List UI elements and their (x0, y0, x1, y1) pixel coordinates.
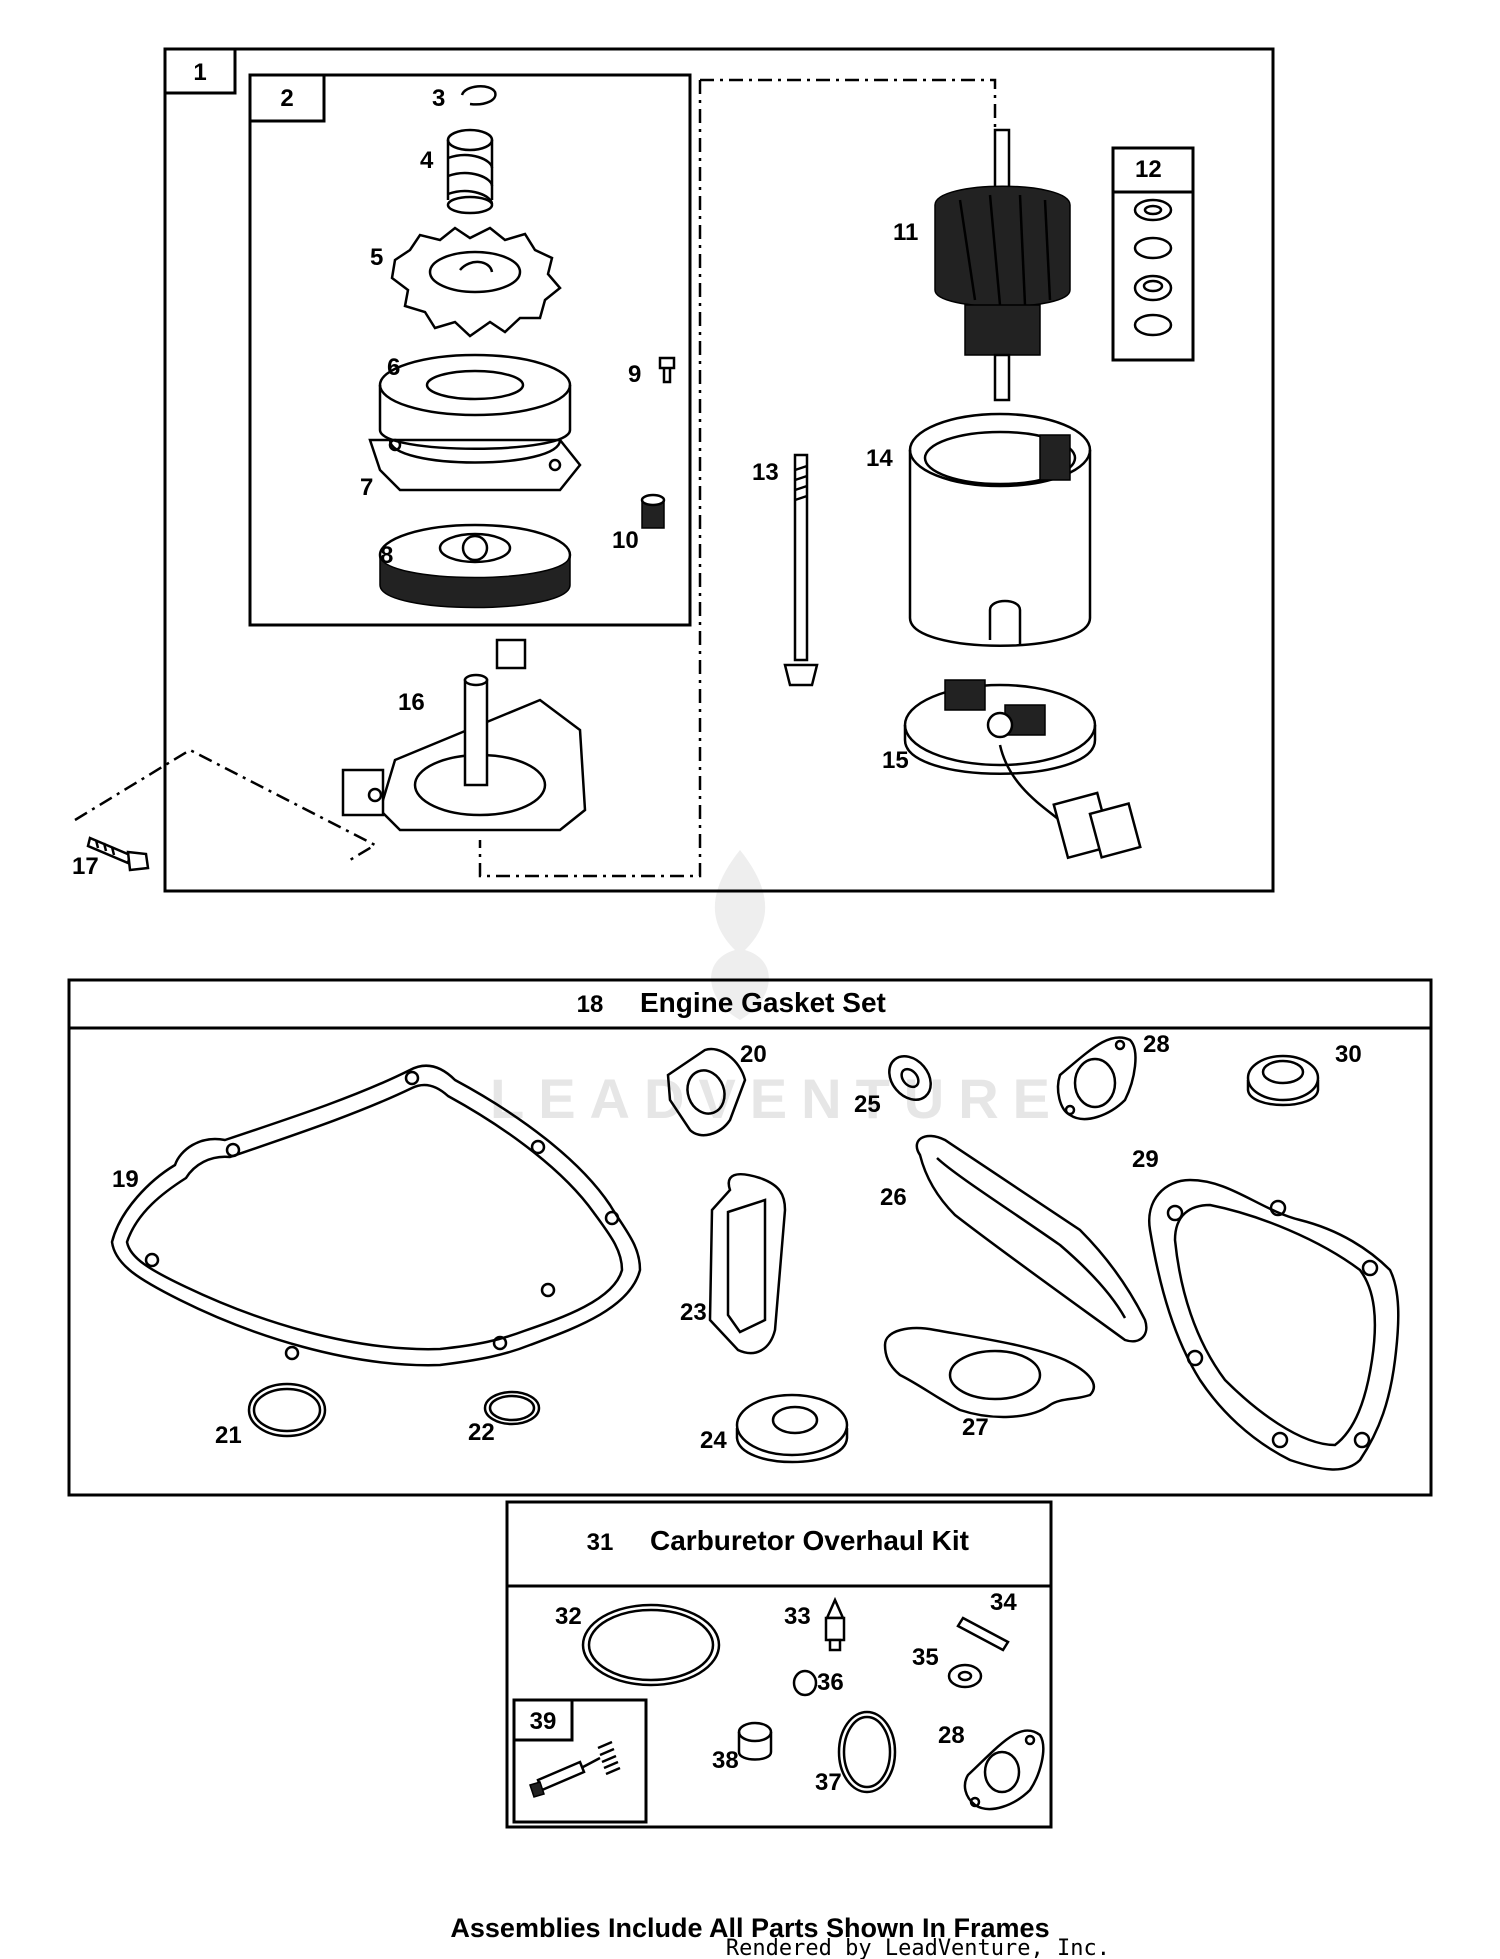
callout-13[interactable]: 13 (752, 459, 779, 486)
callout-12[interactable]: 12 (1135, 156, 1162, 183)
brush-plate-part[interactable] (903, 679, 1142, 860)
hinge-pin-34-part[interactable] (956, 1616, 1010, 1652)
callout-17[interactable]: 17 (72, 853, 99, 880)
screw-part[interactable] (658, 356, 676, 384)
watermark-text: LEADVENTURE (490, 1067, 1064, 1130)
carburetor-kit-section: 31 Carburetor Overhaul Kit 32 33 34 35 (505, 1500, 1053, 1829)
o-ring-22-part[interactable] (483, 1390, 541, 1426)
small-gear-part[interactable] (640, 493, 666, 529)
armature-part[interactable] (934, 128, 1071, 402)
callout-24[interactable]: 24 (700, 1427, 727, 1454)
callout-25[interactable]: 25 (854, 1091, 881, 1118)
o-ring-37-part[interactable] (837, 1710, 897, 1794)
mixture-screw-39-part[interactable] (529, 1740, 621, 1798)
motor-housing-part[interactable] (908, 412, 1092, 647)
label-box-1 (163, 47, 237, 95)
retaining-ring-part[interactable] (460, 85, 497, 106)
label-box-39 (512, 1698, 574, 1742)
callout-14[interactable]: 14 (866, 445, 893, 472)
callout-29[interactable]: 29 (1132, 1146, 1159, 1173)
gasket-27-part[interactable] (883, 1326, 1096, 1419)
callout-37[interactable]: 37 (815, 1769, 842, 1796)
callout-20[interactable]: 20 (740, 1041, 767, 1068)
callout-7[interactable]: 7 (360, 474, 373, 501)
drive-housing-part[interactable] (368, 353, 582, 492)
gasket-set-title: Engine Gasket Set (640, 987, 886, 1018)
callout-15[interactable]: 15 (882, 747, 909, 774)
washer-set-part[interactable] (1111, 146, 1195, 362)
drive-gear-part[interactable] (390, 226, 562, 338)
callout-6[interactable]: 6 (387, 354, 400, 381)
callout-8[interactable]: 8 (380, 542, 393, 569)
render-credit: Rendered by LeadVenture, Inc. (726, 1936, 1110, 1959)
dash-leader-17 (74, 748, 378, 862)
callout-32[interactable]: 32 (555, 1603, 582, 1630)
check-ball-36-part[interactable] (792, 1669, 818, 1697)
callout-10[interactable]: 10 (612, 527, 639, 554)
callout-27[interactable]: 27 (962, 1414, 989, 1441)
washer-25-part[interactable] (881, 1048, 939, 1108)
engine-gasket-section: 18 Engine Gasket Set 19 20 25 (67, 978, 1433, 1497)
frame-18 (67, 978, 1433, 1497)
bowl-gasket-32-part[interactable] (581, 1603, 721, 1687)
frame-2 (248, 73, 692, 627)
callout-16[interactable]: 16 (398, 689, 425, 716)
callout-5[interactable]: 5 (370, 244, 383, 271)
callout-21[interactable]: 21 (215, 1422, 242, 1449)
callout-4[interactable]: 4 (420, 147, 434, 174)
mounting-bolt-part[interactable] (86, 836, 150, 872)
callout-26[interactable]: 26 (880, 1184, 907, 1211)
inlet-needle-33-part[interactable] (824, 1596, 846, 1652)
label-box-2 (248, 73, 326, 123)
callout-19[interactable]: 19 (112, 1166, 139, 1193)
head-gasket-29-part[interactable] (1147, 1178, 1400, 1471)
gasket-26-part[interactable] (915, 1134, 1148, 1343)
callout-34[interactable]: 34 (990, 1589, 1017, 1616)
pinion-spring-part[interactable] (446, 128, 494, 215)
callout-23[interactable]: 23 (680, 1299, 707, 1326)
oil-seal-30-part[interactable] (1246, 1054, 1320, 1107)
callout-31[interactable]: 31 (587, 1529, 614, 1556)
callout-18[interactable]: 18 (577, 991, 604, 1018)
dash-frame-armature (478, 78, 997, 878)
callout-33[interactable]: 33 (784, 1603, 811, 1630)
callout-2[interactable]: 2 (280, 85, 293, 112)
gasket-28-part[interactable] (1056, 1036, 1137, 1121)
callout-35[interactable]: 35 (912, 1644, 939, 1671)
carb-kit-title: Carburetor Overhaul Kit (650, 1525, 969, 1556)
callout-38[interactable]: 38 (712, 1747, 739, 1774)
starter-motor-section: 1 2 3 4 5 (72, 47, 1275, 893)
callout-30[interactable]: 30 (1335, 1041, 1362, 1068)
footer-note: Assemblies Include All Parts Shown In Fr… (450, 1913, 1049, 1943)
washer-35-part[interactable] (947, 1663, 983, 1689)
through-bolt-part[interactable] (783, 453, 819, 687)
callout-28b[interactable]: 28 (938, 1722, 965, 1749)
callout-22[interactable]: 22 (468, 1419, 495, 1446)
callout-39[interactable]: 39 (530, 1708, 557, 1735)
drive-end-cap-part[interactable] (341, 638, 587, 832)
callout-11[interactable]: 11 (893, 219, 918, 246)
callout-1[interactable]: 1 (193, 59, 206, 86)
gasket-23-part[interactable] (708, 1173, 787, 1355)
gasket-20-part[interactable] (666, 1047, 747, 1137)
seal-24-part[interactable] (735, 1393, 849, 1464)
grommet-38-part[interactable] (737, 1721, 773, 1761)
frame-31 (505, 1500, 1053, 1829)
o-ring-21-part[interactable] (247, 1382, 327, 1438)
callout-28[interactable]: 28 (1143, 1031, 1170, 1058)
callout-9[interactable]: 9 (628, 361, 641, 388)
callout-36[interactable]: 36 (817, 1669, 844, 1696)
crankcase-gasket-part[interactable] (110, 1064, 642, 1367)
gasket-28b-part[interactable] (963, 1729, 1045, 1811)
frame-39 (512, 1698, 648, 1824)
frame-1 (163, 47, 1275, 893)
ring-gear-part[interactable] (378, 523, 572, 609)
callout-3[interactable]: 3 (432, 85, 445, 112)
